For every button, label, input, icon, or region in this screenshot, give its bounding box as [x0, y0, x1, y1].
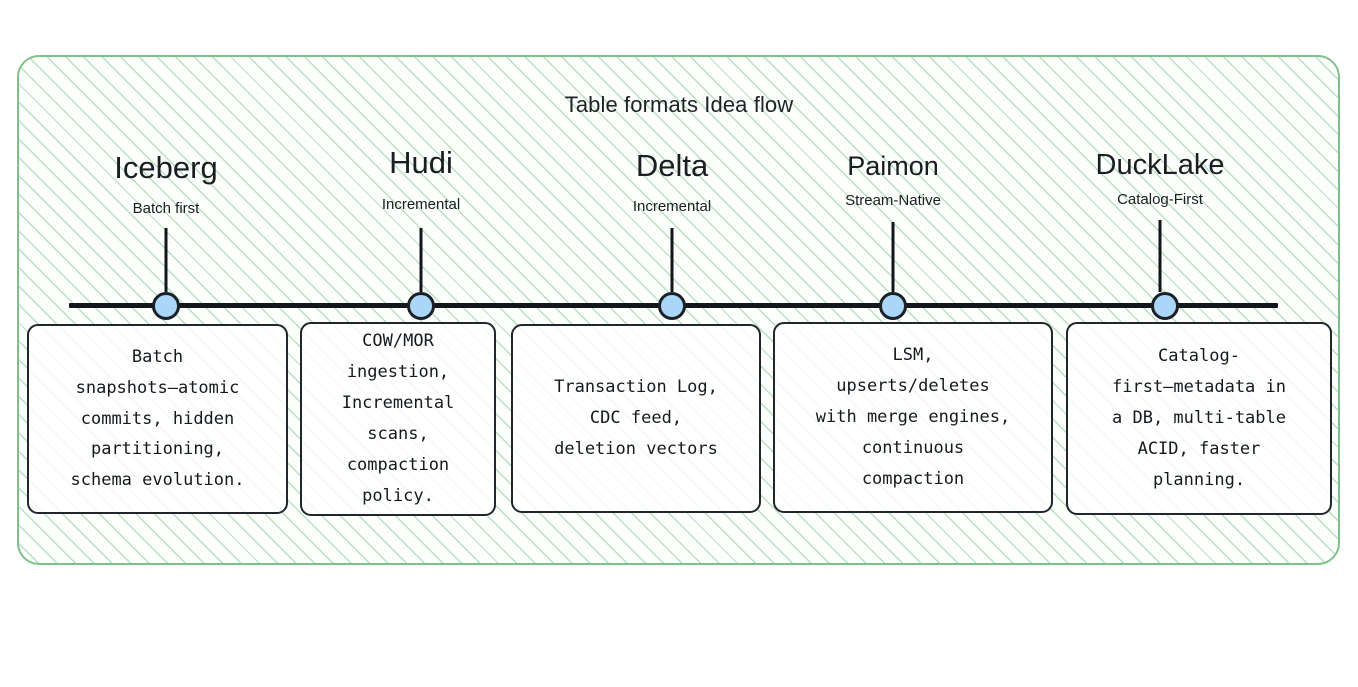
node-stem-delta	[670, 228, 674, 292]
description-box-iceberg[interactable]: Batch snapshots—atomic commits, hidden p…	[27, 324, 288, 514]
node-stem-paimon	[891, 222, 895, 292]
node-subtitle-paimon: Stream-Native	[845, 192, 941, 209]
node-stem-hudi	[419, 228, 423, 292]
node-subtitle-delta: Incremental	[632, 198, 712, 215]
node-title-ducklake: DuckLake	[1095, 149, 1225, 181]
node-dot-hudi[interactable]	[407, 292, 435, 320]
node-title-iceberg: Iceberg	[114, 150, 218, 185]
description-box-paimon[interactable]: LSM, upserts/deletes with merge engines,…	[773, 322, 1053, 513]
node-dot-iceberg[interactable]	[152, 292, 180, 320]
node-dot-paimon[interactable]	[879, 292, 907, 320]
description-box-ducklake[interactable]: Catalog- first—metadata in a DB, multi-t…	[1066, 322, 1332, 515]
node-title-hudi: Hudi	[389, 145, 453, 180]
node-subtitle-hudi: Incremental	[381, 196, 461, 213]
node-subtitle-ducklake: Catalog-First	[1117, 191, 1203, 208]
node-stem-iceberg	[164, 228, 168, 292]
node-dot-delta[interactable]	[658, 292, 686, 320]
description-box-hudi[interactable]: COW/MOR ingestion, Incremental scans, co…	[300, 322, 496, 516]
node-title-paimon: Paimon	[847, 151, 939, 181]
description-box-delta[interactable]: Transaction Log, CDC feed, deletion vect…	[511, 324, 761, 513]
node-stem-ducklake	[1158, 220, 1162, 292]
node-title-delta: Delta	[635, 148, 709, 183]
node-dot-ducklake[interactable]	[1151, 292, 1179, 320]
diagram-title: Table formats Idea flow	[564, 92, 794, 117]
node-subtitle-iceberg: Batch first	[132, 200, 200, 217]
